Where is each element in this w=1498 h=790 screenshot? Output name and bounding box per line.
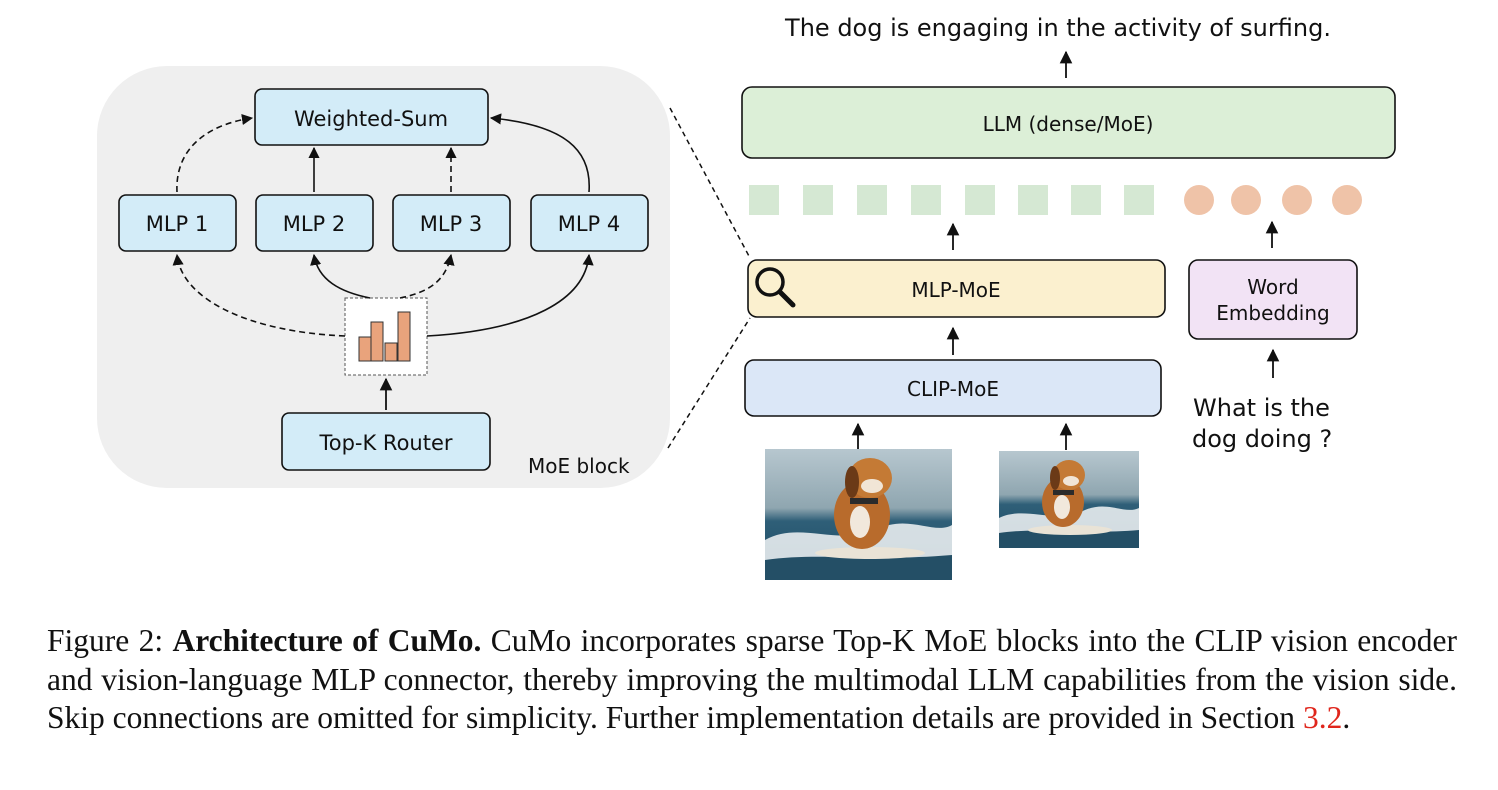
moe-block-label: MoE block	[528, 454, 630, 478]
caption-prefix: Figure 2:	[47, 623, 173, 658]
expert-mlp-3-label: MLP 3	[420, 212, 483, 236]
visual-token	[965, 185, 995, 215]
text-token	[1332, 185, 1362, 215]
router-histogram-icon	[344, 297, 428, 376]
word-embedding-label-line1: Word	[1247, 275, 1298, 299]
weighted-sum-label: Weighted-Sum	[294, 107, 448, 131]
visual-token	[749, 185, 779, 215]
expert-mlp-2: MLP 2	[255, 194, 374, 252]
visual-token	[1124, 185, 1154, 215]
top-k-router-box: Top-K Router	[281, 412, 491, 471]
text-token	[1184, 185, 1214, 215]
llm-box: LLM (dense/MoE)	[741, 86, 1396, 159]
output-text: The dog is engaging in the activity of s…	[784, 14, 1331, 42]
visual-token	[911, 185, 941, 215]
expert-mlp-4-label: MLP 4	[558, 212, 621, 236]
mlp-moe-label: MLP-MoE	[911, 278, 1000, 302]
architecture-figure: MoE block Weighted-Sum MLP 1 MLP 2 MLP 3…	[97, 14, 1396, 580]
mlp-moe-box: MLP-MoE	[747, 259, 1166, 318]
clip-moe-box: CLIP-MoE	[744, 359, 1162, 417]
expert-mlp-1-label: MLP 1	[146, 212, 209, 236]
text-tokens	[1184, 185, 1362, 215]
expert-mlp-1: MLP 1	[118, 194, 237, 252]
visual-tokens	[749, 185, 1154, 215]
expert-mlp-2-label: MLP 2	[283, 212, 346, 236]
caption-body: CuMo incorporates sparse Top-K MoE block…	[47, 623, 1457, 735]
moe-block-panel: MoE block Weighted-Sum MLP 1 MLP 2 MLP 3…	[97, 66, 670, 488]
caption-suffix: .	[1342, 700, 1351, 735]
visual-token	[1018, 185, 1048, 215]
text-token	[1231, 185, 1261, 215]
visual-token	[803, 185, 833, 215]
word-embedding-box: Word Embedding	[1188, 259, 1358, 340]
text-token	[1282, 185, 1312, 215]
clip-moe-label: CLIP-MoE	[907, 377, 999, 401]
expert-mlp-3: MLP 3	[392, 194, 511, 252]
visual-token	[1071, 185, 1101, 215]
weighted-sum-box: Weighted-Sum	[254, 88, 489, 146]
zoom-connector-top	[669, 107, 751, 259]
question-line1: What is the	[1193, 394, 1330, 422]
input-image-large	[765, 449, 952, 580]
figure-caption: Figure 2: Architecture of CuMo. CuMo inc…	[47, 622, 1457, 738]
expert-mlp-4: MLP 4	[530, 194, 649, 252]
visual-token	[857, 185, 887, 215]
input-image-small	[999, 451, 1139, 548]
question-line2: dog doing ?	[1192, 425, 1332, 453]
llm-label: LLM (dense/MoE)	[983, 112, 1154, 136]
caption-title: Architecture of CuMo.	[172, 623, 482, 658]
zoom-connector-bottom	[667, 317, 751, 449]
word-embedding-label-line2: Embedding	[1216, 301, 1329, 325]
magnifier-icon	[755, 267, 796, 308]
top-k-router-label: Top-K Router	[318, 431, 452, 455]
section-reference-link[interactable]: 3.2	[1302, 700, 1343, 735]
